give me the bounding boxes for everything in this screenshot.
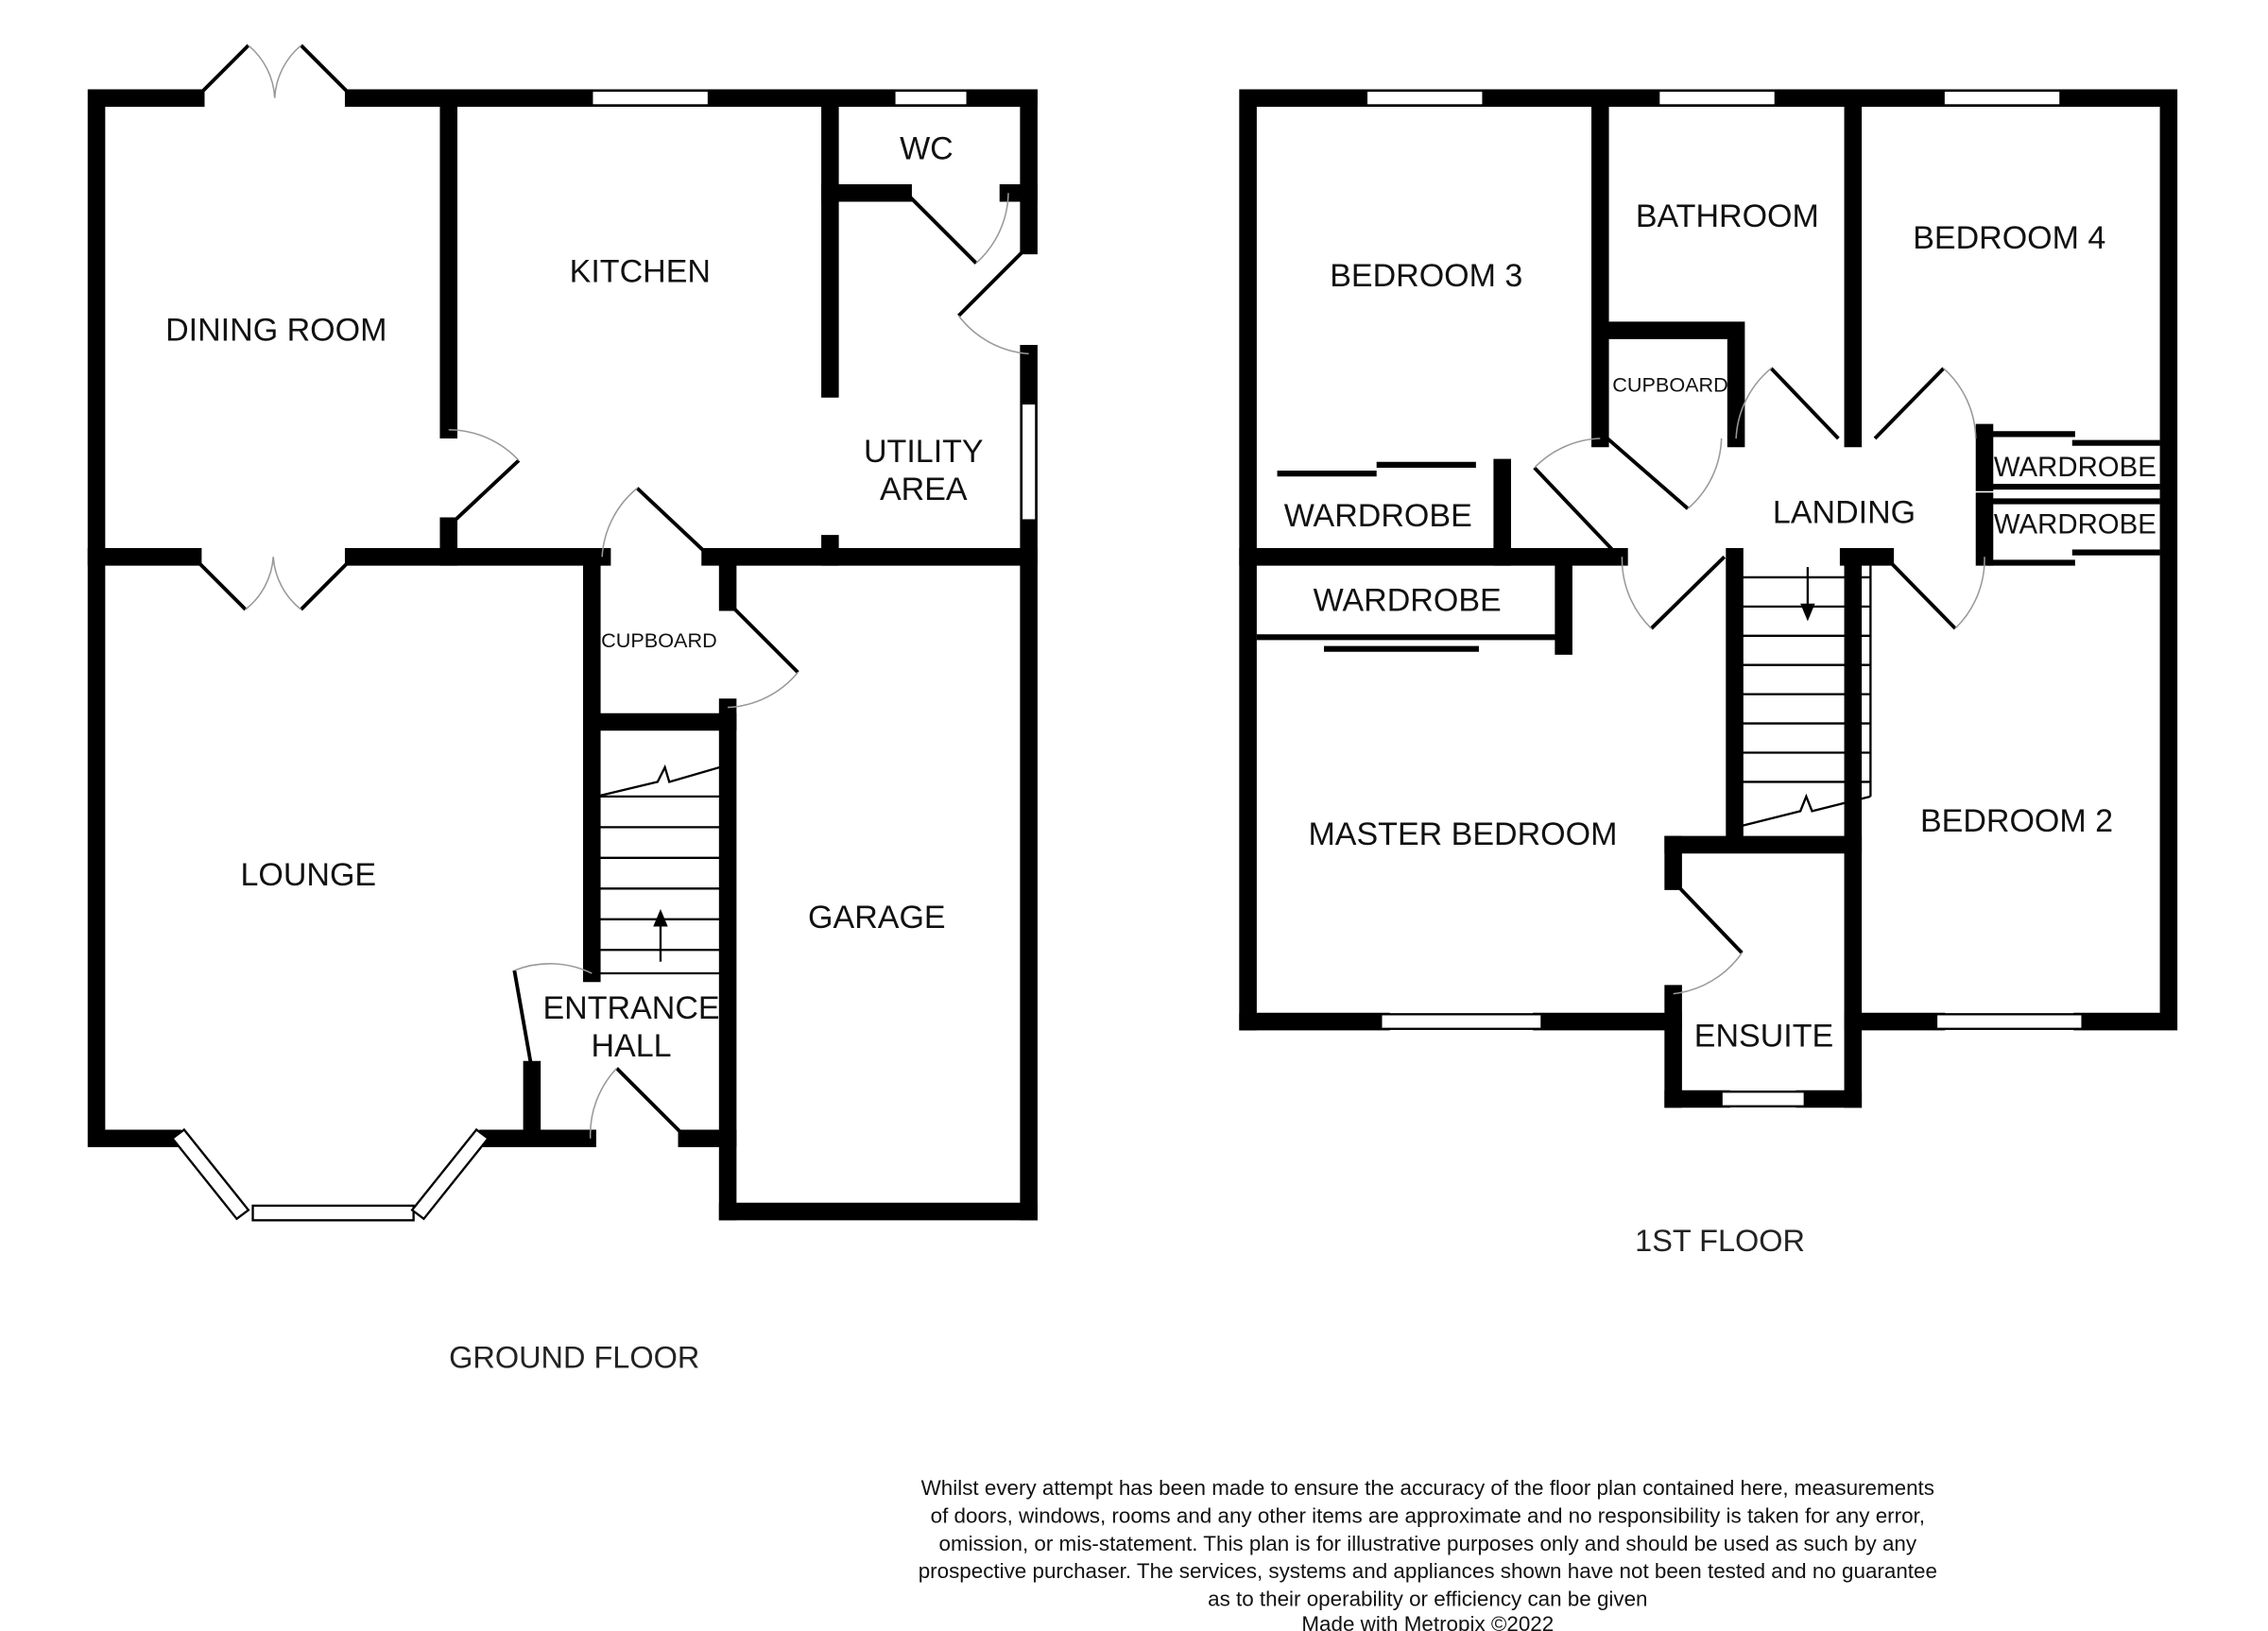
room-label-utility-area: AREA	[880, 472, 968, 507]
bedroom2-window	[1934, 1013, 2084, 1030]
metropix-credit: Made with Metropix ©2022	[1301, 1612, 1554, 1631]
bedroom4-window	[1942, 89, 2062, 107]
disclaimer-line: as to their operability or efficiency ca…	[1208, 1588, 1647, 1611]
first-floor-stairs	[1742, 557, 1872, 827]
room-label-ensuite: ENSUITE	[1694, 1018, 1833, 1054]
room-label-bedroom2: BEDROOM 2	[1920, 803, 2113, 839]
room-label-bedroom4: BEDROOM 4	[1913, 220, 2105, 256]
room-label-garage: GARAGE	[808, 900, 946, 936]
bay-window-left	[170, 1127, 250, 1221]
room-label-bedroom3: BEDROOM 3	[1330, 258, 1522, 294]
wc-window	[893, 89, 969, 107]
room-label-landing: LANDING	[1773, 495, 1916, 531]
kitchen-window	[591, 89, 711, 107]
ground-floor-plan: DINING ROOM KITCHEN WC UTILITY AREA CUPB…	[87, 43, 1038, 1375]
room-label-hall: HALL	[591, 1028, 671, 1064]
room-label-lounge: LOUNGE	[240, 857, 376, 893]
disclaimer-line: prospective purchaser. The services, sys…	[919, 1559, 1937, 1583]
disclaimer: Whilst every attempt has been made to en…	[919, 1476, 1937, 1631]
ground-floor-walls	[87, 89, 1038, 1221]
ground-floor-doors	[191, 43, 1031, 1141]
first-floor-labels: BEDROOM 3 BATHROOM BEDROOM 4 CUPBOARD LA…	[1284, 198, 2156, 1258]
ground-floor-title: GROUND FLOOR	[449, 1341, 699, 1375]
first-floor-plan: BEDROOM 3 BATHROOM BEDROOM 4 CUPBOARD LA…	[1239, 89, 2178, 1258]
room-label-bathroom: BATHROOM	[1636, 198, 1819, 234]
room-label-entrance: ENTRANCE	[542, 990, 719, 1026]
first-floor-title: 1ST FLOOR	[1635, 1224, 1805, 1258]
room-label-wardrobe-bedroom4: WARDROBE	[1994, 452, 2156, 483]
room-label-dining-room: DINING ROOM	[165, 312, 387, 348]
first-floor-doors	[1533, 367, 1985, 995]
room-label-kitchen: KITCHEN	[570, 254, 711, 290]
room-label-cupboard: CUPBOARD	[601, 628, 717, 652]
first-floor-walls	[1239, 89, 2178, 1108]
room-label-utility: UTILITY	[864, 434, 984, 470]
room-label-wc: WC	[900, 131, 954, 167]
ground-floor-windows	[170, 89, 1038, 1222]
room-label-wardrobe-bedroom2: WARDROBE	[1994, 509, 2156, 541]
bay-window-right	[410, 1127, 490, 1221]
utility-window	[1020, 402, 1038, 522]
bedroom3-window	[1365, 89, 1485, 107]
room-label-wardrobe-bedroom3: WARDROBE	[1284, 498, 1472, 534]
room-label-master-bedroom: MASTER BEDROOM	[1308, 816, 1617, 852]
room-label-wardrobe-master: WARDROBE	[1314, 583, 1502, 619]
disclaimer-line: Whilst every attempt has been made to en…	[921, 1476, 1934, 1500]
master-bedroom-window	[1380, 1013, 1543, 1030]
bay-window-front	[251, 1204, 415, 1222]
first-floor-wardrobe-doors	[1256, 431, 2160, 652]
bathroom-window	[1657, 89, 1778, 107]
ensuite-window	[1720, 1090, 1806, 1107]
room-label-cupboard-ff: CUPBOARD	[1612, 373, 1728, 397]
disclaimer-line: omission, or mis-statement. This plan is…	[939, 1532, 1917, 1555]
ground-floor-stairs	[595, 764, 726, 975]
disclaimer-line: of doors, windows, rooms and any other i…	[931, 1503, 1925, 1527]
ground-floor-labels: DINING ROOM KITCHEN WC UTILITY AREA CUPB…	[165, 131, 984, 1375]
first-floor-windows	[1365, 89, 2084, 1107]
